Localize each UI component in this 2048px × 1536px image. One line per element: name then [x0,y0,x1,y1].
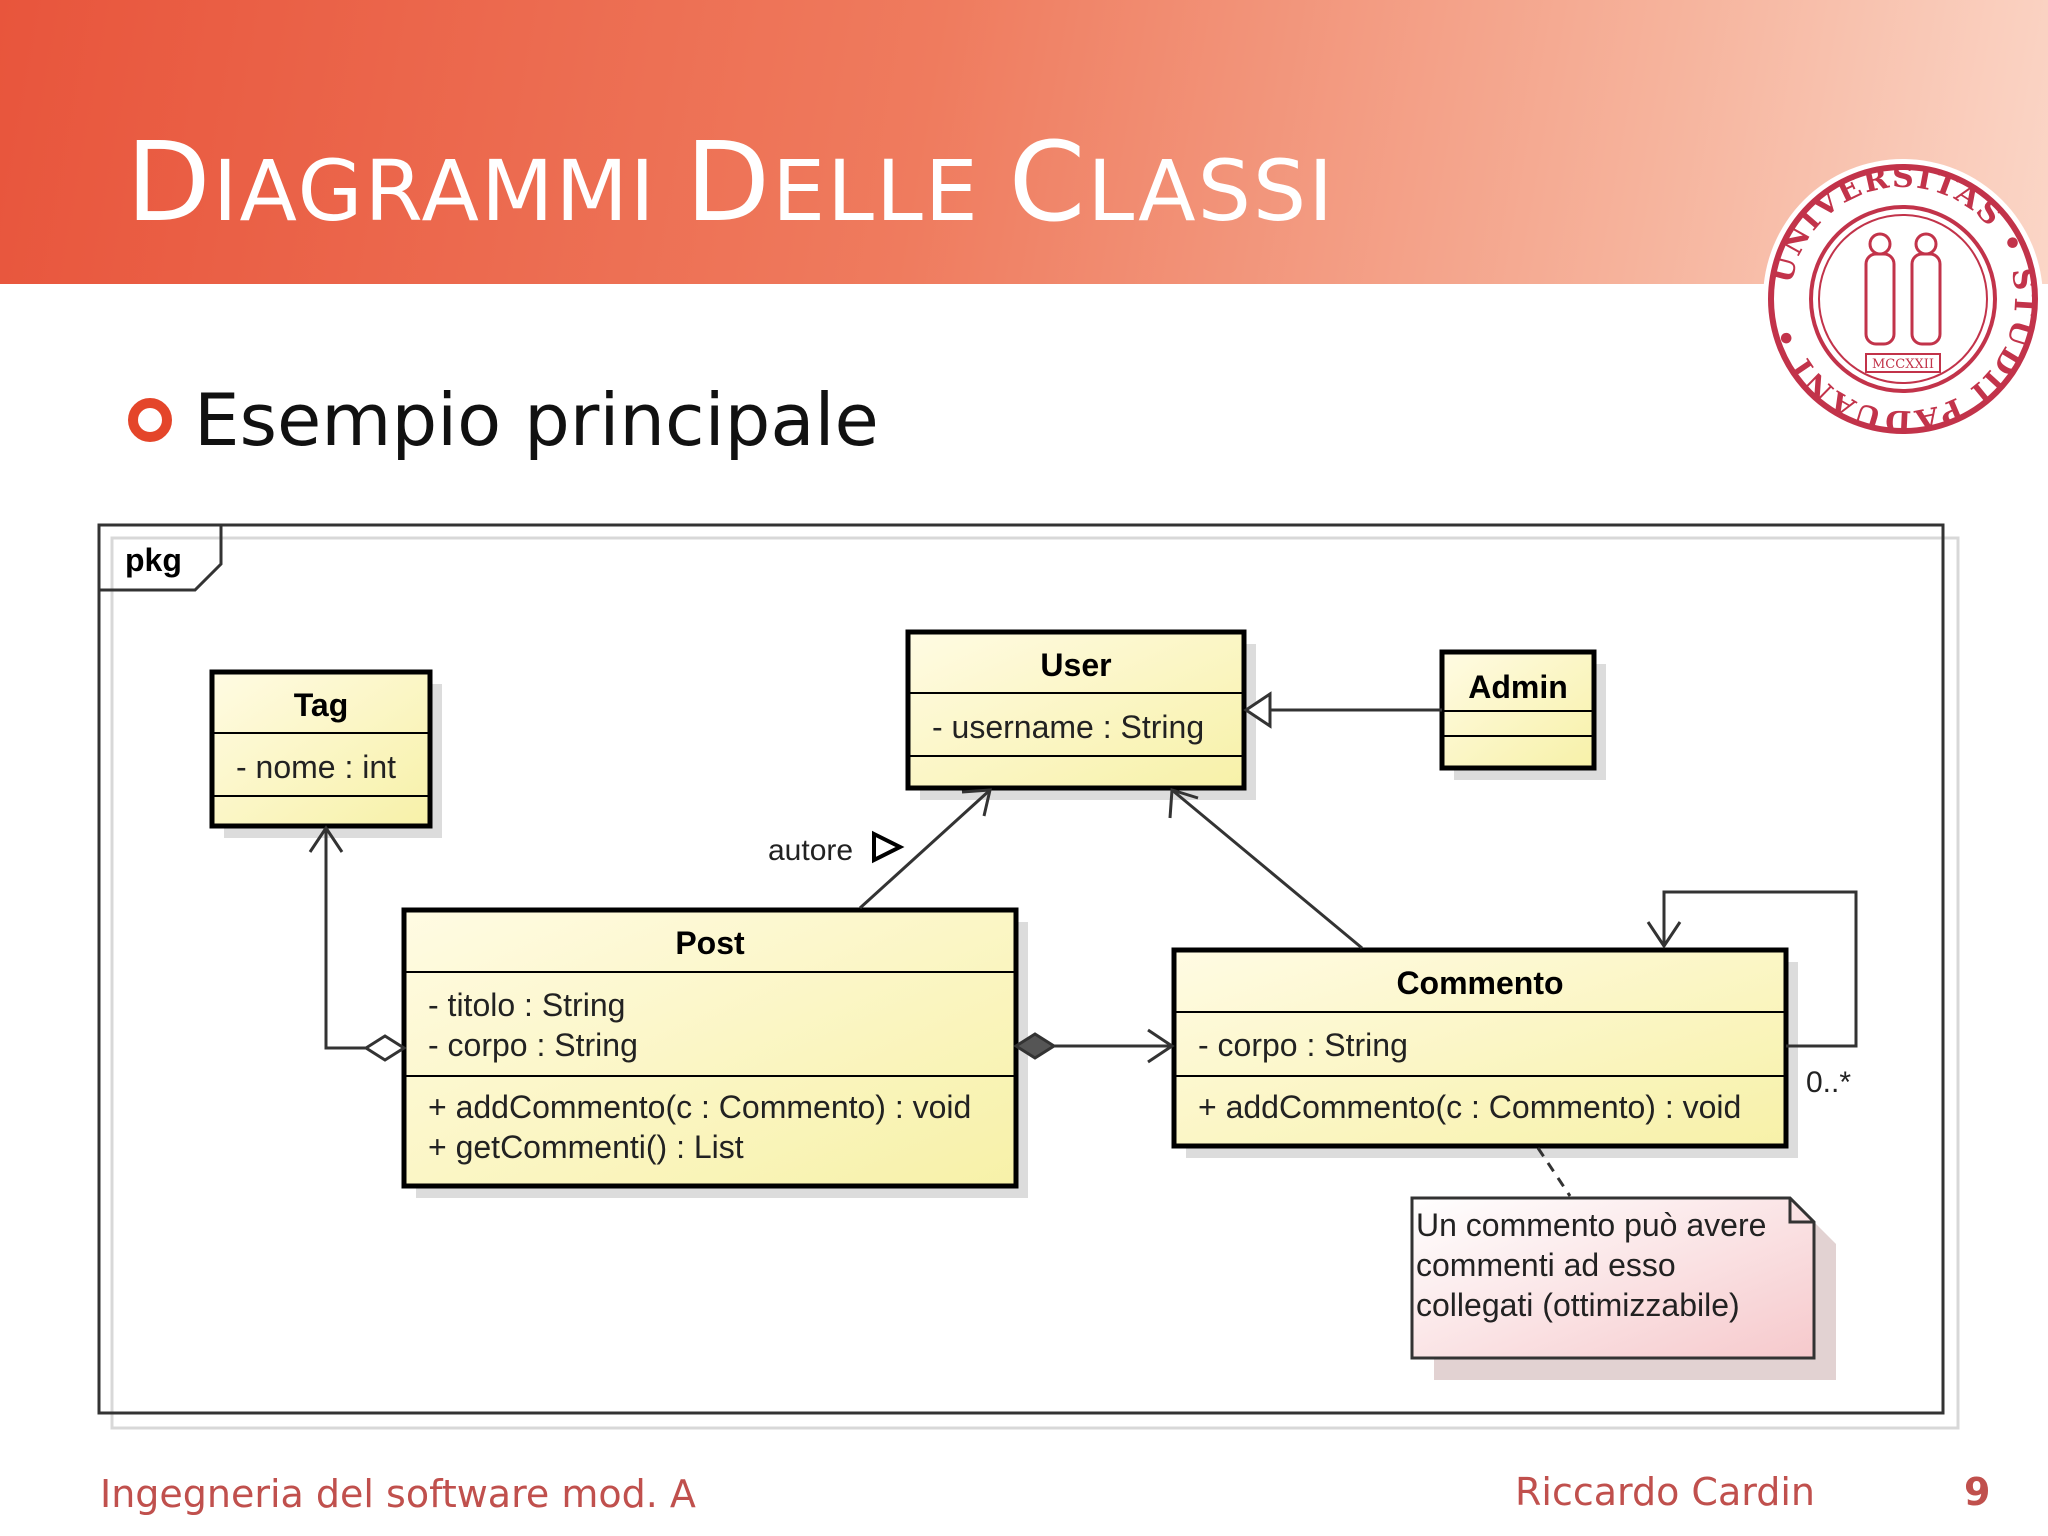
note-connector [1536,1147,1572,1197]
class-name: Commento [1396,965,1563,1001]
note-line: collegati (ottimizzabile) [1416,1287,1740,1323]
class-name: Post [675,925,745,961]
note-line: commenti ad esso [1416,1247,1676,1283]
association-commento-user [1168,788,1363,950]
class-attribute: - username : String [932,709,1204,745]
bullet-ring-icon [128,398,172,442]
association-post-user: autore [768,788,992,910]
class-operation: + addCommento(c : Commento) : void [428,1089,971,1125]
class-operation: + getCommenti() : List [428,1129,744,1165]
class-name: User [1040,647,1111,683]
class-operation: + addCommento(c : Commento) : void [1198,1089,1741,1125]
package-frame: pkg [97,523,1960,1430]
slide-title: DIAGRAMMI DELLE CLASSI [126,118,1335,246]
class-name: Admin [1468,669,1568,705]
class-attribute: - corpo : String [428,1027,638,1063]
note[interactable]: Un commento può avere commenti ad esso c… [1410,1196,1836,1380]
aggregation-post-tag [308,825,407,1062]
title-banner [0,0,2048,284]
class-attribute: - titolo : String [428,987,625,1023]
class-admin[interactable]: Admin [1439,649,1606,780]
direction-arrow-icon [872,830,905,864]
note-line: Un commento può avere [1416,1207,1766,1243]
footer-course: Ingegneria del software mod. A [100,1472,696,1516]
class-attribute: - nome : int [236,749,396,785]
composition-post-commento [1013,1028,1175,1064]
association-label: autore [768,834,853,867]
self-association-commento: 0..* [1646,890,1858,1099]
class-name: Tag [294,687,349,723]
class-post[interactable]: Post - titolo : String - corpo : String … [401,907,1028,1198]
page-number: 9 [1964,1470,1991,1514]
svg-text:MCCXXII: MCCXXII [1872,357,1934,372]
bullet-text: Esempio principale [194,378,879,462]
generalization-admin-user [1243,691,1442,729]
footer-author: Riccardo Cardin [1515,1470,1815,1514]
university-seal-logo: UNIVERSITAS • STUDII PADUANI • MCCXXII [1763,159,2043,439]
multiplicity-label: 0..* [1806,1066,1851,1099]
class-user[interactable]: User - username : String [905,629,1256,800]
class-commento[interactable]: Commento - corpo : String + addCommento(… [1171,947,1798,1158]
class-attribute: - corpo : String [1198,1027,1408,1063]
package-label: pkg [125,542,182,578]
class-tag[interactable]: Tag - nome : int [209,669,442,838]
bullet-item: Esempio principale [128,378,879,462]
